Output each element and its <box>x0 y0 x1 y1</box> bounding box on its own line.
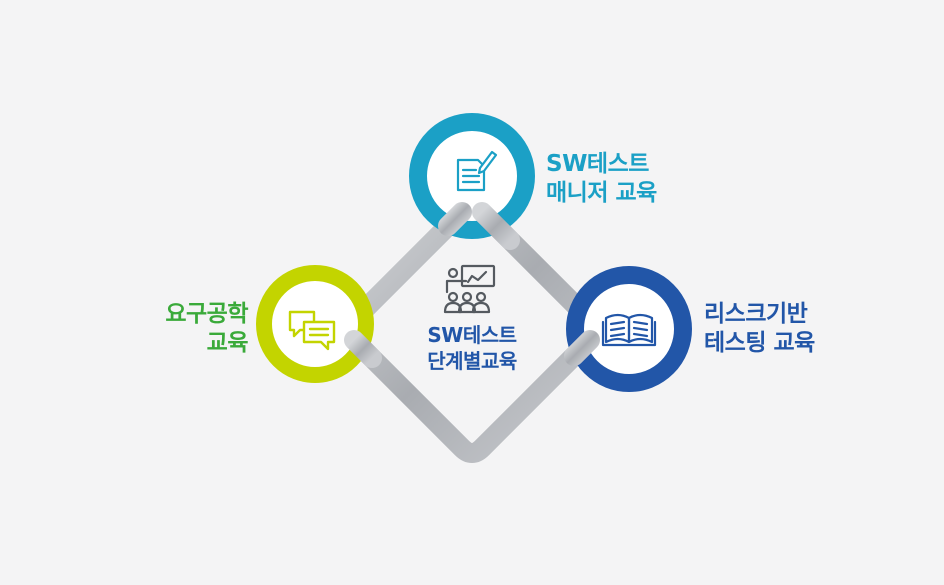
open-book-icon <box>601 313 657 347</box>
manager-label-line2: 매니저 교육 <box>546 180 657 206</box>
risk-label-line2: 테스팅 교육 <box>704 330 815 356</box>
document-pen-icon <box>456 150 498 192</box>
chain-overlap-top <box>472 202 520 250</box>
manager-education-label: SW테스트 매니저 교육 <box>546 150 657 208</box>
classroom-icon <box>443 264 496 314</box>
chain-overlap-left <box>344 330 382 368</box>
center-stage-education-label: SW테스트 단계별교육 <box>404 322 540 374</box>
risk-label-line1: 리스크기반 <box>704 301 808 327</box>
chain-overlap-right <box>564 330 600 366</box>
requirements-engineering-label: 요구공학 교육 <box>0 300 248 358</box>
requirements-label-line1: 요구공학 <box>165 301 248 327</box>
center-label-line1: SW테스트 <box>427 323 517 347</box>
manager-label-line1: SW테스트 <box>546 151 649 177</box>
chat-bubbles-icon <box>288 310 336 351</box>
center-label-line2: 단계별교육 <box>427 349 517 373</box>
requirements-label-line2: 교육 <box>206 330 249 356</box>
chain-overlap-top-left <box>438 202 472 236</box>
risk-based-testing-label: 리스크기반 테스팅 교육 <box>704 300 815 358</box>
